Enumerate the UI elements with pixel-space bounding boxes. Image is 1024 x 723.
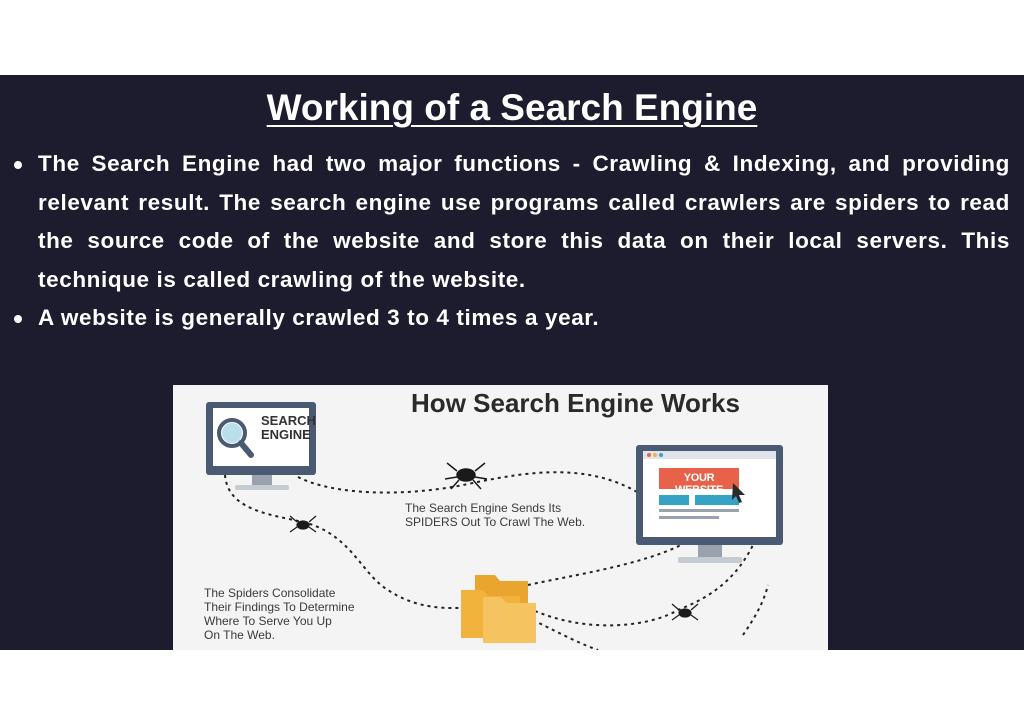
search-engine-monitor-icon: [206, 402, 316, 490]
website-monitor-icon: [636, 445, 783, 563]
bullet-item: A website is generally crawled 3 to 4 ti…: [14, 299, 1010, 338]
bullet-dot-icon: [14, 315, 22, 323]
slide-title: Working of a Search Engine: [266, 87, 758, 128]
spider-icon: [444, 462, 488, 490]
figure-title: How Search Engine Works: [411, 388, 740, 418]
figure-illustration: [206, 402, 783, 650]
spider-icon: [671, 603, 699, 621]
bullet-list: The Search Engine had two major function…: [14, 145, 1010, 338]
spider-icon: [289, 515, 317, 533]
bullet-text: A website is generally crawled 3 to 4 ti…: [38, 305, 600, 330]
bullet-dot-icon: [14, 161, 22, 169]
bullet-item: The Search Engine had two major function…: [14, 145, 1010, 299]
caption-spiders-out: The Search Engine Sends Its SPIDERS Out …: [405, 501, 586, 529]
website-label: YOUR WEBSITE: [674, 472, 723, 496]
bullet-text: The Search Engine had two major function…: [38, 151, 1010, 292]
slide-panel: Working of a Search Engine The Search En…: [0, 75, 1024, 650]
how-search-engine-works-figure: How Search Engine Works SEARCH ENGINE YO…: [173, 385, 828, 650]
caption-consolidate: The Spiders Consolidate Their Findings T…: [204, 586, 355, 642]
folders-icon: [461, 575, 536, 643]
search-engine-label: SEARCH ENGINE: [261, 413, 316, 442]
